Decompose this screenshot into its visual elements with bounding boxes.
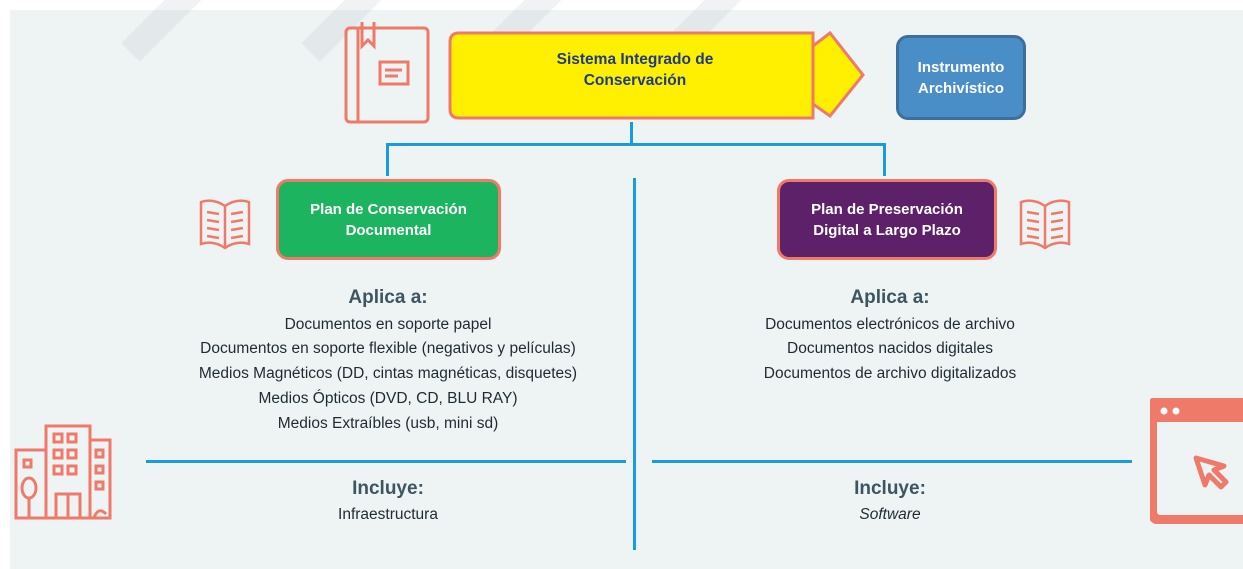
connector-right-drop <box>883 143 886 176</box>
left-applies-item: Medios Extraíbles (usb, mini sd) <box>277 415 499 432</box>
center-divider <box>633 178 636 550</box>
digital-preservation-plan-box: Plan de Preservación Digital a Largo Pla… <box>777 179 997 260</box>
left-applies-heading: Aplica a: <box>348 287 428 308</box>
left-includes-heading: Incluye: <box>352 478 424 499</box>
browser-window-icon <box>1150 398 1243 524</box>
right-applies-item: Documentos de archivo digitalizados <box>763 365 1017 382</box>
left-applies-item: Medios Ópticos (DVD, CD, BLU RAY) <box>258 390 518 407</box>
connector-horizontal <box>386 143 886 146</box>
diagram-panel: Sistema Integrado de Conservación Instru… <box>10 0 1243 569</box>
connector-top-vertical <box>630 122 633 144</box>
right-applies-item: Documentos nacidos digitales <box>787 340 993 357</box>
conservation-plan-box: Plan de Conservación Documental <box>276 179 501 260</box>
right-separator <box>652 460 1132 463</box>
open-book-icon <box>199 199 251 250</box>
right-applies-heading: Aplica a: <box>850 287 930 308</box>
left-includes-item: Infraestructura <box>338 506 438 523</box>
right-includes-item: Software <box>859 506 921 523</box>
main-system-label: Sistema Integrado de Conservación <box>556 51 714 89</box>
left-applies-item: Medios Magnéticos (DD, cintas magnéticas… <box>198 365 578 382</box>
left-applies-item: Documentos en soporte papel <box>284 316 492 333</box>
open-book-icon <box>1019 199 1071 250</box>
building-icon <box>14 424 112 520</box>
left-separator <box>146 460 626 463</box>
watermark-stripe <box>121 0 225 62</box>
connector-left-drop <box>386 143 389 176</box>
instrument-box: Instrumento Archivístico <box>896 35 1026 120</box>
main-system-arrow-shape <box>448 30 865 120</box>
book-icon <box>344 22 430 124</box>
right-applies-item: Documentos electrónicos de archivo <box>765 316 1015 333</box>
left-applies-item: Documentos en soporte flexible (negativo… <box>200 340 576 357</box>
right-includes-heading: Incluye: <box>854 478 926 499</box>
